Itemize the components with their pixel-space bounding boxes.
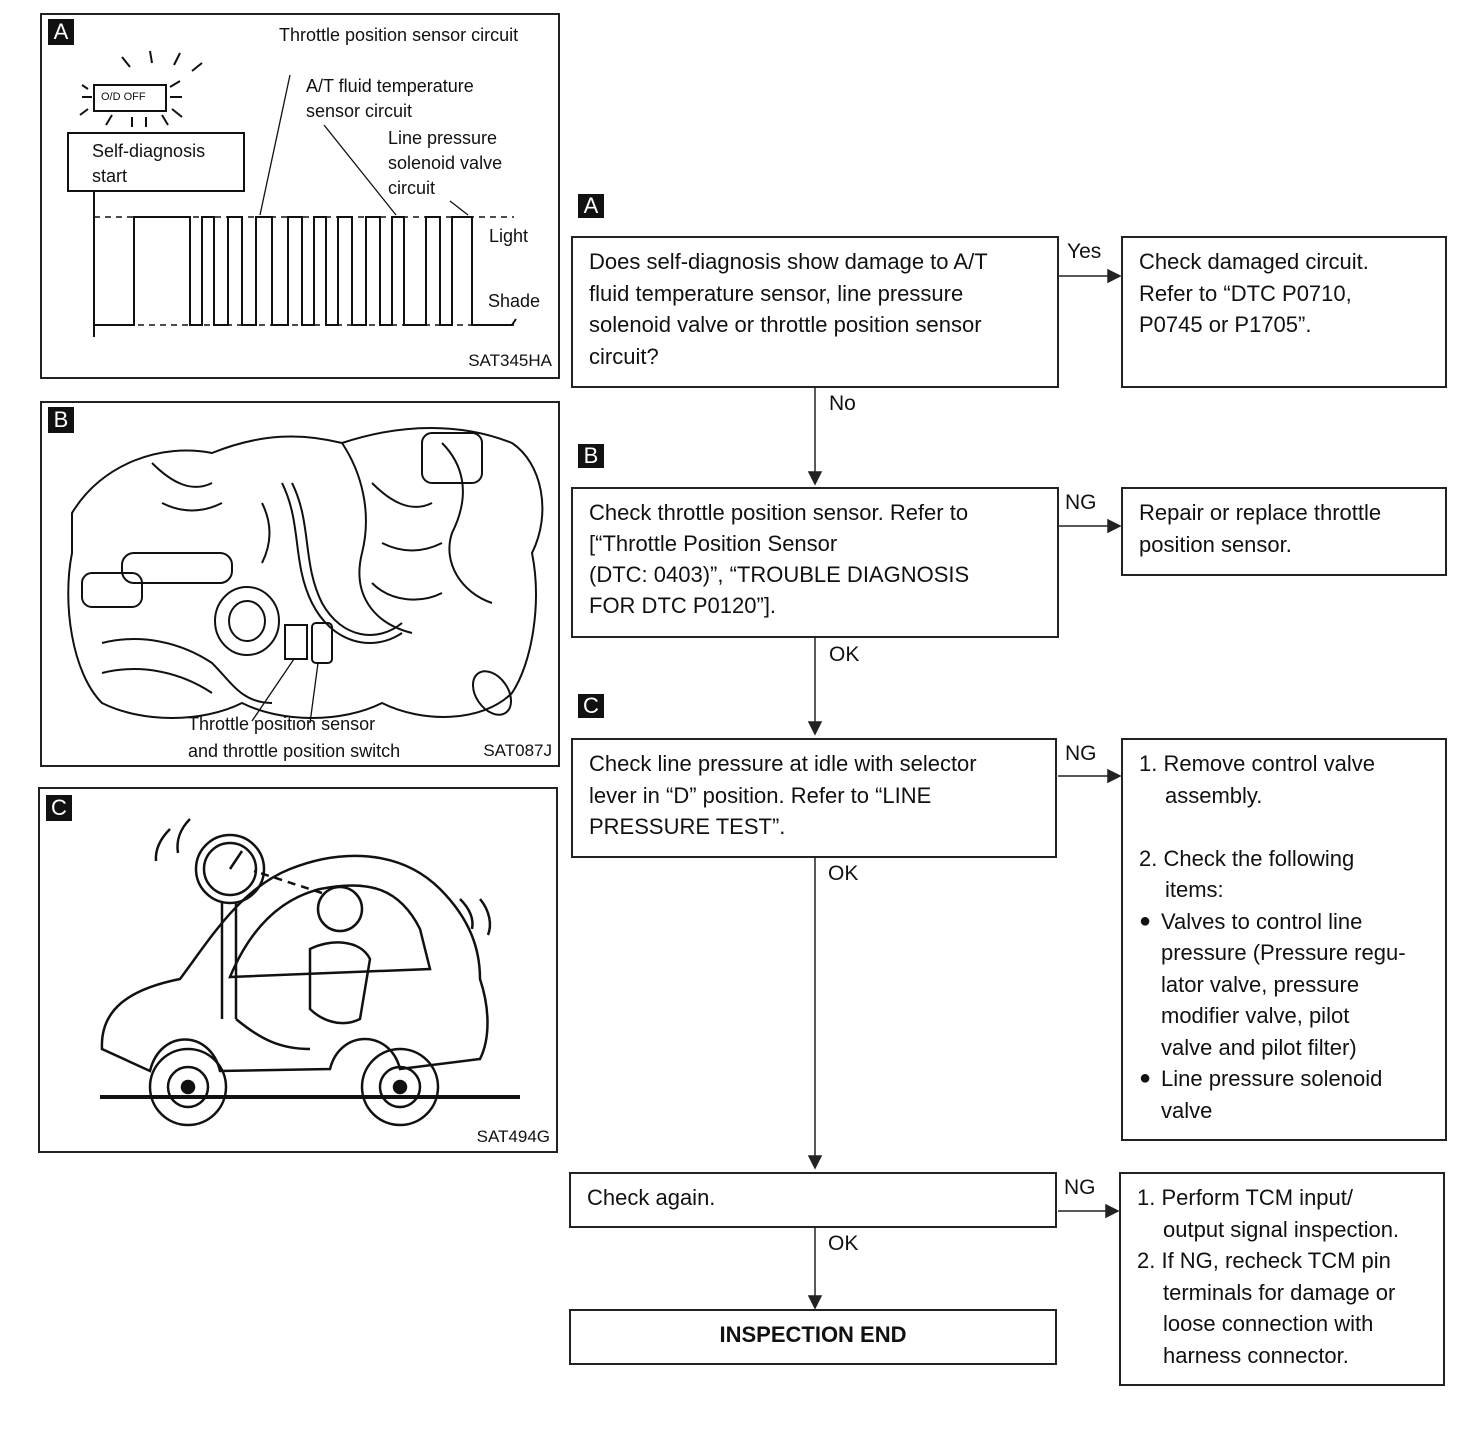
q1-line-4: circuit?	[589, 343, 659, 369]
r3-b1-line4: modifier valve, pilot	[1161, 1003, 1350, 1028]
r3-step2-line1: 2. Check the following	[1139, 845, 1355, 871]
no-label: No	[829, 392, 856, 415]
r1-line-2: Refer to “DTC P0710,	[1139, 280, 1352, 306]
r2-line-1: Repair or replace throttle	[1139, 500, 1382, 525]
car-pressure-gauge-illustration	[100, 818, 520, 1127]
r3-b1-line1: Valves to control line	[1161, 908, 1363, 934]
panel-b-caption-line1: Throttle position sensor	[188, 714, 376, 734]
q3-line-2: lever in “D” position. Refer to “LINE	[589, 782, 932, 808]
atf-temp-circuit-label: A/T fluid temperature sensor circuit	[306, 76, 474, 121]
ok-label-3: OK	[828, 1232, 859, 1255]
r4-step2-line1: 2. If NG, recheck TCM pin	[1137, 1248, 1391, 1273]
od-off-label: O/D OFF	[101, 91, 146, 103]
r3-b1-line5: valve and pilot filter)	[1161, 1034, 1357, 1060]
check-line-pressure-box: Check line pressure at idle with selecto…	[571, 738, 1057, 858]
flow-tag-c: C	[578, 694, 604, 718]
tps-circuit-label: Throttle position sensor circuit	[279, 25, 519, 45]
r3-b2-line1: Line pressure solenoid	[1161, 1066, 1383, 1091]
panel-b-code: SAT087J	[483, 741, 552, 760]
q2-line-1: Check throttle position sensor. Refer to	[589, 500, 969, 525]
panel-b-engine: B Throttle position sensor and throttle …	[40, 401, 560, 767]
repair-throttle-sensor-box: Repair or replace throttle position sens…	[1121, 487, 1447, 576]
q4-text: Check again.	[587, 1185, 716, 1210]
panel-c-tag: C	[46, 795, 72, 821]
ok-label-2: OK	[828, 862, 859, 885]
q2-line-3: (DTC: 0403)”, “TROUBLE DIAGNOSIS	[589, 562, 970, 587]
inspection-end-label: INSPECTION END	[719, 1322, 907, 1347]
r1-line-1: Check damaged circuit.	[1139, 249, 1369, 274]
flow-tag-b: B	[578, 444, 604, 468]
q2-line-4: FOR DTC P0120”].	[589, 593, 777, 618]
ok-label-1: OK	[829, 643, 860, 666]
panel-b-tag: B	[48, 407, 74, 433]
q2-line-2: [“Throttle Position Sensor	[589, 531, 838, 556]
q1-line-1: Does self-diagnosis show damage to A/T	[589, 249, 988, 274]
tcm-inspection-box: 1. Perform TCM input/ output signal insp…	[1119, 1172, 1445, 1386]
remove-control-valve-box: 1. Remove control valve assembly. 2. Che…	[1121, 738, 1447, 1141]
check-throttle-sensor-box: Check throttle position sensor. Refer to…	[571, 487, 1059, 638]
self-diagnosis-waveform	[67, 50, 517, 337]
yes-label: Yes	[1067, 240, 1102, 263]
panel-b-caption-line2: and throttle position switch	[188, 741, 401, 761]
flow-tag-a: A	[578, 194, 604, 218]
r3-b1-line2: pressure (Pressure regu-	[1161, 940, 1406, 965]
r4-step2-line2: terminals for damage or	[1163, 1279, 1396, 1305]
question-self-diagnosis-box: Does self-diagnosis show damage to A/T f…	[571, 236, 1059, 388]
r1-line-3: P0745 or P1705”.	[1139, 312, 1312, 337]
self-diagnosis-start-label: Self-diagnosis start	[92, 141, 206, 186]
q1-line-2: fluid temperature sensor, line pressure	[589, 280, 964, 306]
r4-step2-line3: loose connection with	[1163, 1311, 1374, 1336]
check-again-box: Check again.	[569, 1172, 1057, 1228]
r3-spacer	[1139, 811, 1437, 843]
r4-step1-line2: output signal inspection.	[1163, 1216, 1400, 1242]
q3-line-1: Check line pressure at idle with selecto…	[589, 751, 977, 776]
ng-label-2: NG	[1065, 742, 1097, 765]
od-off-lamp	[93, 84, 167, 112]
r3-b1-line3: lator valve, pressure	[1161, 971, 1360, 997]
line-pressure-circuit-label: Line pressure solenoid valve circuit	[388, 128, 503, 198]
r3-step1-line1: 1. Remove control valve	[1139, 751, 1375, 776]
engine-illustration	[67, 427, 544, 724]
r4-step2-line4: harness connector.	[1163, 1342, 1349, 1368]
ng-label-1: NG	[1065, 491, 1097, 514]
r3-bullet-valves: Valves to control line pressure (Pressur…	[1139, 906, 1437, 1064]
check-damaged-circuit-box: Check damaged circuit. Refer to “DTC P07…	[1121, 236, 1447, 388]
r3-step1-line2: assembly.	[1165, 782, 1263, 808]
inspection-end-box: INSPECTION END	[569, 1309, 1057, 1365]
r3-bullet-solenoid: Line pressure solenoid valve	[1139, 1063, 1437, 1126]
light-level-label: Light	[489, 226, 529, 246]
q3-line-3: PRESSURE TEST”.	[589, 814, 786, 839]
shade-level-label: Shade	[488, 291, 541, 311]
panel-c-line-pressure-test: C SAT494G	[38, 787, 558, 1153]
r2-line-2: position sensor.	[1139, 531, 1292, 557]
ng-label-3: NG	[1064, 1176, 1096, 1199]
r3-step2-line2: items:	[1165, 877, 1224, 902]
panel-a-tag: A	[48, 19, 74, 45]
panel-a-code: SAT345HA	[468, 351, 552, 370]
q1-line-3: solenoid valve or throttle position sens…	[589, 312, 982, 337]
panel-c-code: SAT494G	[476, 1127, 550, 1146]
r3-b2-line2: valve	[1161, 1097, 1213, 1123]
r4-step1-line1: 1. Perform TCM input/	[1137, 1185, 1353, 1210]
panel-a-self-diagnosis: A O/D OFF Self-diagnosis start Throttle …	[40, 13, 560, 379]
lamp-rays-icon	[79, 50, 203, 127]
